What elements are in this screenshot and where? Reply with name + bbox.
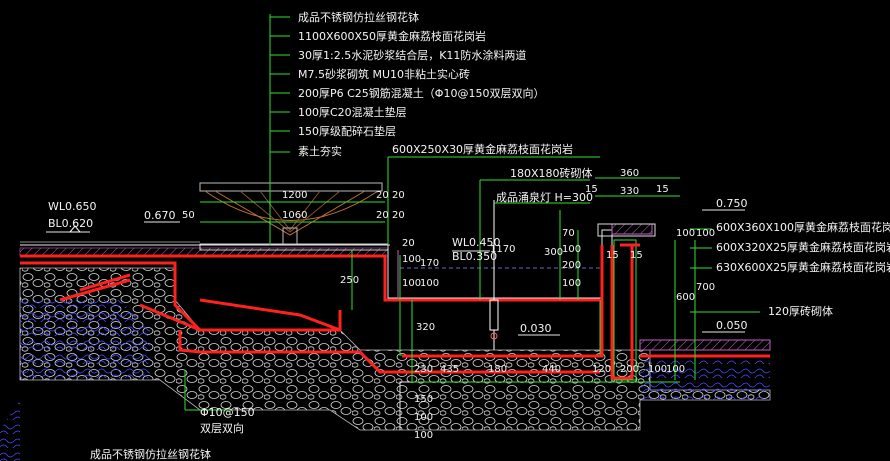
dimension-lines xyxy=(200,177,696,383)
dim-250: 250 xyxy=(340,275,359,286)
level-wl-left: WL0.650 xyxy=(48,200,97,213)
layer-note-7: 150厚级配碎石垫层 xyxy=(298,124,396,138)
rebar-note-2: 双层双向 xyxy=(200,421,244,435)
dim-15b: 15 xyxy=(656,184,669,195)
level-right-top: 0.750 xyxy=(716,197,748,210)
layer-note-1: 成品不锈钢仿拉丝钢花钵 xyxy=(298,10,419,24)
dim-15a: 15 xyxy=(585,184,598,195)
dim-120: 120 xyxy=(592,364,611,375)
dim-700: 700 xyxy=(696,282,715,293)
left-platform xyxy=(19,241,390,257)
dim-100a: 100 xyxy=(562,244,581,255)
dim-300: 300 xyxy=(544,247,563,258)
dim-200b: 200 xyxy=(620,364,639,375)
dim-100k: 100 xyxy=(696,228,715,239)
gravel-base xyxy=(0,267,771,461)
layer-note-4: M7.5砂浆砌筑 MU10非粘土实心砖 xyxy=(298,67,470,81)
level-wl-pool: WL0.450 xyxy=(452,236,501,249)
dim-100h: 100 xyxy=(414,412,433,423)
dim-320: 320 xyxy=(416,322,435,333)
elevation-markers xyxy=(46,209,745,336)
right-note-1: 600X360X100厚黄金麻荔枝面花岗岩 xyxy=(716,220,890,234)
dim-20-side: 20 xyxy=(402,238,415,249)
dim-70: 70 xyxy=(562,228,575,239)
dim-15c: 15 xyxy=(606,250,619,261)
level-bl-left: BL0.620 xyxy=(48,217,93,230)
dim-20b: 20 xyxy=(376,210,389,221)
layer-note-2: 1100X600X50厚黄金麻荔枝面花岗岩 xyxy=(298,29,486,43)
layer-note-5: 200厚P6 C25钢筋混凝土（Φ10@150双层双向） xyxy=(298,86,544,100)
dim-100c: 100 xyxy=(402,278,421,289)
dim-600: 600 xyxy=(676,292,695,303)
level-bl-pool: BL0.350 xyxy=(452,250,497,263)
layer-note-6: 100厚C20混凝土垫层 xyxy=(298,105,407,119)
right-note-3: 630X600X25厚黄金麻荔枝面花岗岩 xyxy=(716,260,890,274)
leader-lines xyxy=(184,14,760,411)
dim-100g: 100 xyxy=(666,364,685,375)
pool-structure xyxy=(387,223,771,430)
rebar-note: Φ10@150 xyxy=(200,406,255,419)
dim-100i: 100 xyxy=(414,430,433,441)
dim-200a: 200 xyxy=(562,260,581,271)
dim-15d: 15 xyxy=(630,250,643,261)
dim-360: 360 xyxy=(620,168,639,179)
spring-light xyxy=(489,200,499,350)
dim-20c: 20 xyxy=(392,190,405,201)
dim-100d: 100 xyxy=(420,278,439,289)
dim-435: 435 xyxy=(440,364,459,375)
dim-1060: 1060 xyxy=(282,210,307,221)
granite-top-note: 600X250X30厚黄金麻荔枝面花岗岩 xyxy=(392,142,573,156)
dim-170: 170 xyxy=(420,258,439,269)
layer-notes: 成品不锈钢仿拉丝钢花钵 1100X600X50厚黄金麻荔枝面花岗岩 30厚1:2… xyxy=(298,10,544,158)
spring-light-note: 成品涌泉灯 H=300 xyxy=(496,190,593,204)
dim-20d: 20 xyxy=(392,210,405,221)
layer-note-3: 30厚1:2.5水泥砂浆结合层，K11防水涂料两道 xyxy=(298,48,526,62)
dim-100b: 100 xyxy=(402,254,421,265)
dim-50: 50 xyxy=(182,210,195,221)
dim-100f: 100 xyxy=(648,364,667,375)
brick-180-note: 180X180砖砌体 xyxy=(510,166,593,180)
dim-100j: 100 xyxy=(676,228,695,239)
layer-note-8: 素土夯实 xyxy=(298,144,342,158)
bottom-cut-text: 成品不锈钢仿拉丝钢花钵 xyxy=(90,447,211,461)
dim-1200: 1200 xyxy=(282,190,307,201)
level-right-ground: 0.050 xyxy=(716,319,748,332)
dimension-labels: 1200 1060 50 20 20 20 20 360 330 15 15 1… xyxy=(182,168,715,441)
right-note-4: 120厚砖砌体 xyxy=(768,304,833,318)
dim-150: 150 xyxy=(414,394,433,405)
dim-180: 180 xyxy=(488,364,507,375)
dim-100e: 100 xyxy=(562,278,581,289)
flower-bowl xyxy=(199,182,383,245)
dim-1170: 1170 xyxy=(490,244,515,255)
dim-230: 230 xyxy=(414,364,433,375)
dim-440: 440 xyxy=(542,364,561,375)
right-note-2: 600X320X25厚黄金麻荔枝面花岗岩 xyxy=(716,240,890,254)
level-pool-bottom: 0.030 xyxy=(520,322,552,335)
level-left-edge: 0.670 xyxy=(144,209,176,222)
dim-330: 330 xyxy=(620,186,639,197)
dim-20a: 20 xyxy=(376,190,389,201)
